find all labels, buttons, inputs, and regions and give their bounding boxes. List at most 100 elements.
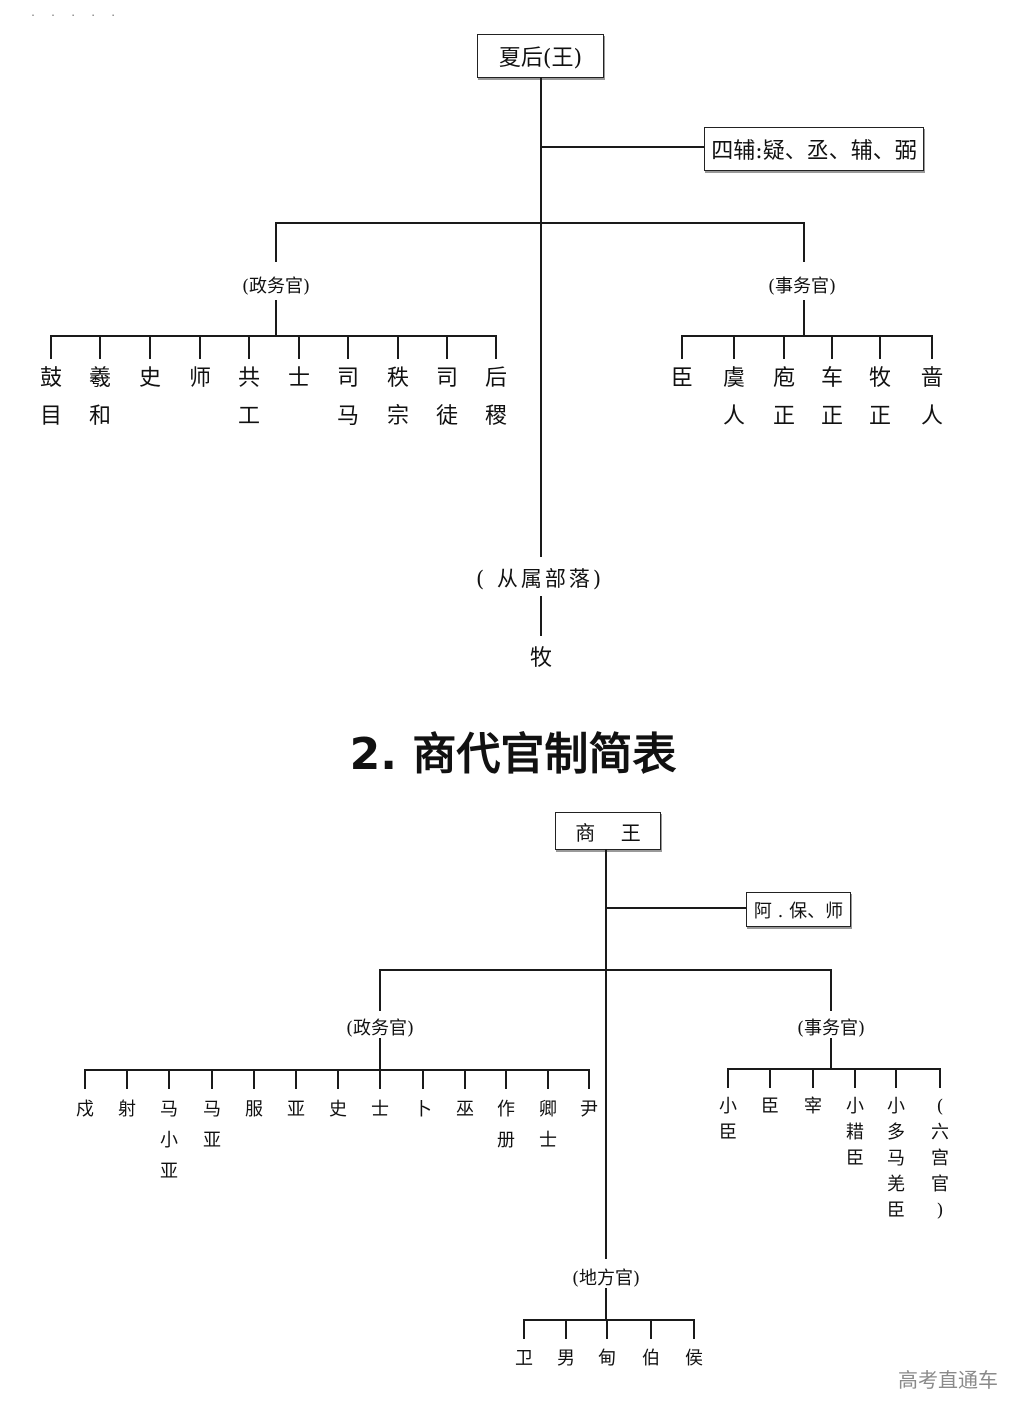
shang-advisors-label: 阿 . 保、师 xyxy=(753,900,844,922)
official-title-char: 射 xyxy=(118,1099,136,1120)
xia-root-box: 夏后(王) xyxy=(477,34,604,78)
official-title-char: 小 xyxy=(887,1096,905,1117)
official-title-char: 臣 xyxy=(670,366,694,391)
official-title: 卿士 xyxy=(539,1094,557,1156)
official-title: 司徒 xyxy=(436,360,458,436)
official-title-char: 人 xyxy=(920,404,944,429)
branch-tick xyxy=(422,1069,424,1089)
official-title-char: 宗 xyxy=(386,404,410,429)
section-title: 2. 商代官制简表 xyxy=(349,729,677,780)
xia-tribes-stem xyxy=(540,596,542,636)
official-title-char: 徒 xyxy=(435,404,459,429)
shang-trunk-line xyxy=(605,849,607,1259)
official-title: 亚 xyxy=(287,1094,305,1125)
branch-tick xyxy=(783,335,785,359)
shang-affairs-drop xyxy=(830,969,832,1011)
official-title: 史 xyxy=(329,1094,347,1125)
official-title-char: 作 xyxy=(497,1099,515,1120)
branch-tick xyxy=(769,1068,771,1088)
branch-tick xyxy=(50,335,52,359)
branch-tick xyxy=(895,1068,897,1088)
official-title-char: 马 xyxy=(203,1099,221,1120)
xia-political-drop xyxy=(275,222,277,262)
official-title-char: 册 xyxy=(497,1130,515,1151)
official-title-char: 羌 xyxy=(887,1174,905,1195)
official-title-char: 小 xyxy=(846,1096,864,1117)
official-title-char: 正 xyxy=(772,404,796,429)
official-title-char: 士 xyxy=(287,366,311,391)
official-title-char: 马 xyxy=(336,404,360,429)
official-title: 鼓目 xyxy=(40,360,62,436)
official-title: 马亚 xyxy=(203,1094,221,1156)
official-title-char: 车 xyxy=(820,366,844,391)
shang-split-bar xyxy=(379,969,831,971)
official-title-char: 共 xyxy=(237,366,261,391)
shang-advisor-connector xyxy=(606,907,748,909)
official-title: 伯 xyxy=(642,1344,660,1374)
xia-trunk-line xyxy=(540,77,542,557)
xia-advisors-box: 四辅:疑、丞、辅、弼 xyxy=(704,127,924,171)
xia-affairs-drop xyxy=(803,222,805,262)
official-title-char: 臣 xyxy=(887,1200,905,1221)
official-title: 巫 xyxy=(456,1094,474,1125)
branch-tick xyxy=(606,1319,608,1339)
xia-affairs-label: (事务官) xyxy=(767,276,837,297)
branch-tick xyxy=(298,335,300,359)
branch-tick xyxy=(464,1069,466,1089)
official-title: 车正 xyxy=(821,360,843,436)
official-title-char: 卜 xyxy=(414,1099,432,1120)
shang-political-drop xyxy=(379,969,381,1011)
official-title-char: 马 xyxy=(160,1099,178,1120)
official-title-char: 亚 xyxy=(160,1161,178,1182)
official-title: 小臣 xyxy=(719,1094,737,1146)
branch-tick xyxy=(693,1319,695,1339)
official-title-char: 目 xyxy=(39,404,63,429)
official-title: 甸 xyxy=(598,1344,616,1374)
branch-tick xyxy=(931,335,933,359)
official-title-char: 侯 xyxy=(685,1348,703,1369)
shang-political-bar xyxy=(84,1069,589,1071)
official-title-char: 秩 xyxy=(386,366,410,391)
branch-tick xyxy=(812,1068,814,1088)
xia-split-bar xyxy=(275,222,805,224)
official-title-char: 戍 xyxy=(76,1099,94,1120)
official-title-char: 师 xyxy=(188,366,212,391)
official-title: 士 xyxy=(371,1094,389,1125)
official-title: (六宫官) xyxy=(931,1094,949,1224)
official-title: 马小亚 xyxy=(160,1094,178,1187)
official-title: 宰 xyxy=(804,1094,822,1120)
branch-tick xyxy=(879,335,881,359)
branch-tick xyxy=(168,1069,170,1089)
official-title-char: 马 xyxy=(887,1148,905,1169)
branch-tick xyxy=(379,1069,381,1089)
shang-affairs-label: (事务官) xyxy=(796,1018,866,1039)
official-title: 庖正 xyxy=(773,360,795,436)
shang-affairs-stem xyxy=(830,1038,832,1070)
xia-political-label: (政务官) xyxy=(241,276,311,297)
official-title-char: 亚 xyxy=(287,1099,305,1120)
official-title-char: 亚 xyxy=(203,1130,221,1151)
branch-tick xyxy=(505,1069,507,1089)
official-title-char: 工 xyxy=(237,404,261,429)
branch-tick xyxy=(347,335,349,359)
official-title-char: 多 xyxy=(887,1122,905,1143)
xia-tribes-child: 牧 xyxy=(529,646,553,671)
official-title-char: 宰 xyxy=(804,1096,822,1117)
official-title-char: 尹 xyxy=(580,1099,598,1120)
branch-tick xyxy=(523,1319,525,1339)
xia-root-label: 夏后(王) xyxy=(498,46,583,71)
branch-tick xyxy=(295,1069,297,1089)
official-title: 卫 xyxy=(515,1344,533,1374)
branch-tick xyxy=(547,1069,549,1089)
branch-tick xyxy=(650,1319,652,1339)
xia-affairs-stem xyxy=(803,300,805,336)
official-title-char: 羲 xyxy=(88,366,112,391)
official-title: 士 xyxy=(288,360,310,398)
official-title: 侯 xyxy=(685,1344,703,1374)
xia-tribes-label: ( 从属部落) xyxy=(475,567,605,591)
xia-affairs-bar xyxy=(681,335,931,337)
official-title-char: 臣 xyxy=(719,1122,737,1143)
official-title-char: 史 xyxy=(329,1099,347,1120)
official-title-char: 庖 xyxy=(772,366,796,391)
shang-root-box: 商 王 xyxy=(555,812,661,850)
